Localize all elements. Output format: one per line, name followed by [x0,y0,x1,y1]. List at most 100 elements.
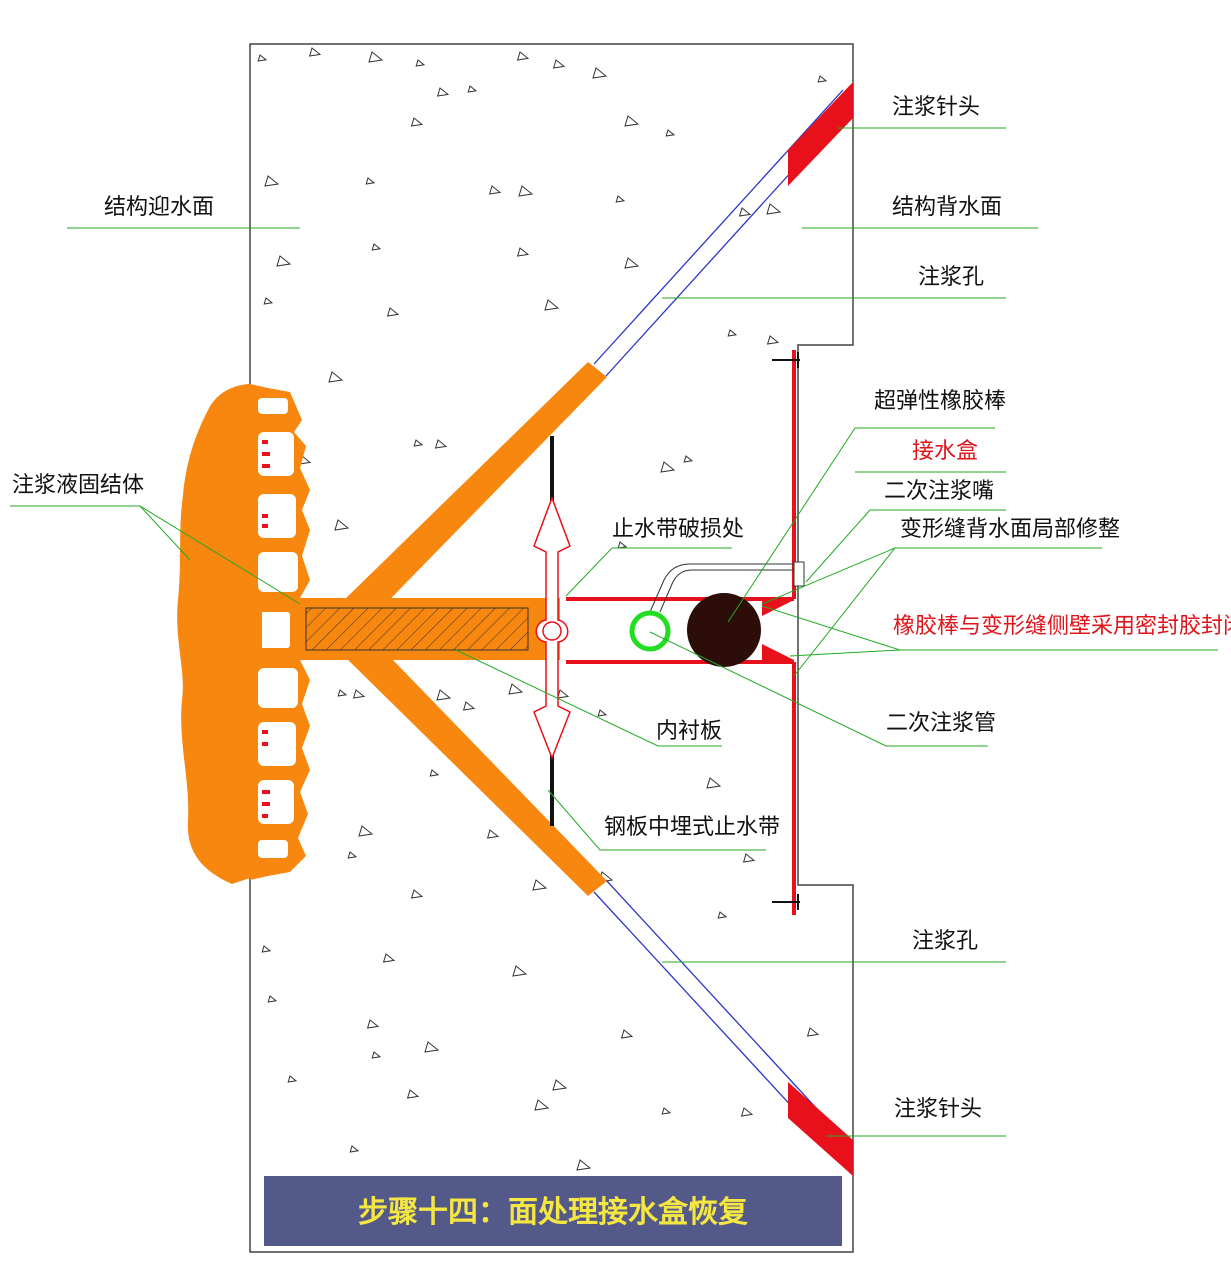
aggregate-mark [532,879,548,891]
aggregate-mark [358,825,374,837]
aggregate-mark [518,185,534,197]
label-steel-waterstop: 钢板中埋式止水带 [604,815,780,840]
second-grout-nozzle [649,561,805,613]
aggregate-mark [365,177,376,185]
water-collection-box [566,350,796,915]
label-grout-solid: 注浆液固结体 [12,473,144,498]
aggregate-mark [371,243,382,251]
aggregate-mark [683,455,694,463]
aggregate-mark [576,1159,592,1171]
label-back-face: 结构背水面 [892,195,1002,220]
aggregate-mark [661,1107,672,1115]
aggregate-mark [386,307,400,317]
aggregate-mark [347,851,358,859]
aggregate-mark [337,689,348,697]
steel-waterstop [533,436,571,826]
aggregate-mark [368,51,384,63]
aggregate-mark [410,889,424,899]
label-grout-hole-bottom: 注浆孔 [912,929,978,954]
label-local-trim: 变形缝背水面局部修整 [900,517,1120,542]
aggregate-mark [534,1099,550,1111]
aggregate-mark [817,75,828,83]
aggregate-mark [366,1019,380,1029]
aggregate-mark [512,965,528,977]
aggregate-mark [264,175,280,187]
aggregate-mark [806,1027,820,1037]
aggregate-mark [352,689,366,699]
label-waterstop-damage: 止水带破损处 [612,517,744,542]
aggregate-mark [308,47,322,57]
label-second-pipe: 二次注浆管 [886,711,996,736]
aggregate-mark [261,945,272,953]
aggregate-mark [263,297,274,305]
aggregate-mark [516,51,530,61]
aggregate-mark [257,54,268,62]
aggregate-mark [413,439,424,447]
label-grout-hole-top: 注浆孔 [918,265,984,290]
aggregate-mark [552,1079,568,1091]
label-front-face: 结构迎水面 [104,195,214,220]
aggregate-mark [738,207,752,217]
box-bolts [772,352,800,910]
label-super-rubber-rod: 超弹性橡胶棒 [874,389,1006,414]
label-inner-board: 内衬板 [656,719,722,744]
aggregate-mark [624,115,640,127]
aggregate-mark [382,953,396,963]
grout-solid-body [177,384,250,884]
aggregate-mark [617,541,628,549]
diagram-title: 步骤十四：面处理接水盒恢复 [358,1195,748,1230]
aggregate-mark [467,85,478,93]
aggregate-mark [592,67,608,79]
aggregate-mark [544,299,560,311]
concrete-aggregate [257,47,828,1171]
aggregate-mark [766,335,780,345]
grout-needles [788,82,853,1176]
second-grout-pipe [629,610,671,652]
rubber-waterstop [250,384,312,880]
aggregate-mark [462,701,476,711]
aggregate-mark [267,995,278,1003]
aggregate-mark [334,519,350,531]
aggregate-mark [742,853,756,863]
aggregate-mark [415,59,426,67]
label-sealant-note: 橡胶棒与变形缝侧壁采用密封胶封闭 [893,614,1231,639]
label-needle-top: 注浆针头 [892,95,980,120]
aggregate-mark [406,1089,420,1099]
aggregate-mark [556,689,570,699]
aggregate-mark [371,1051,382,1059]
aggregate-mark [706,777,722,789]
title-banner [264,1176,842,1246]
aggregate-mark [740,1107,754,1117]
aggregate-mark [597,709,608,717]
aggregate-mark [552,59,566,69]
aggregate-mark [508,683,524,695]
aggregate-mark [434,439,448,449]
aggregate-mark [429,769,440,777]
aggregate-mark [328,371,344,383]
aggregate-mark [660,461,676,473]
aggregate-mark [287,1075,298,1083]
aggregate-mark [620,1029,634,1039]
label-water-box: 接水盒 [912,439,978,464]
aggregate-mark [516,247,530,257]
super-elastic-rubber-rod [687,593,761,667]
label-needle-bottom: 注浆针头 [894,1097,982,1122]
inner-lining-board [290,598,560,660]
aggregate-mark [410,117,424,127]
grout-solid-arms [340,362,607,896]
aggregate-mark [424,1041,440,1053]
aggregate-mark [276,255,292,267]
aggregate-mark [665,129,676,137]
aggregate-mark [436,87,450,97]
aggregate-mark [488,185,502,195]
aggregate-mark [766,203,782,215]
aggregate-mark [727,329,738,337]
aggregate-mark [349,1145,360,1153]
aggregate-mark [624,257,640,269]
aggregate-mark [436,689,452,701]
aggregate-mark [615,195,626,203]
aggregate-mark [717,911,728,919]
label-second-nozzle: 二次注浆嘴 [884,479,994,504]
aggregate-mark [486,829,500,839]
